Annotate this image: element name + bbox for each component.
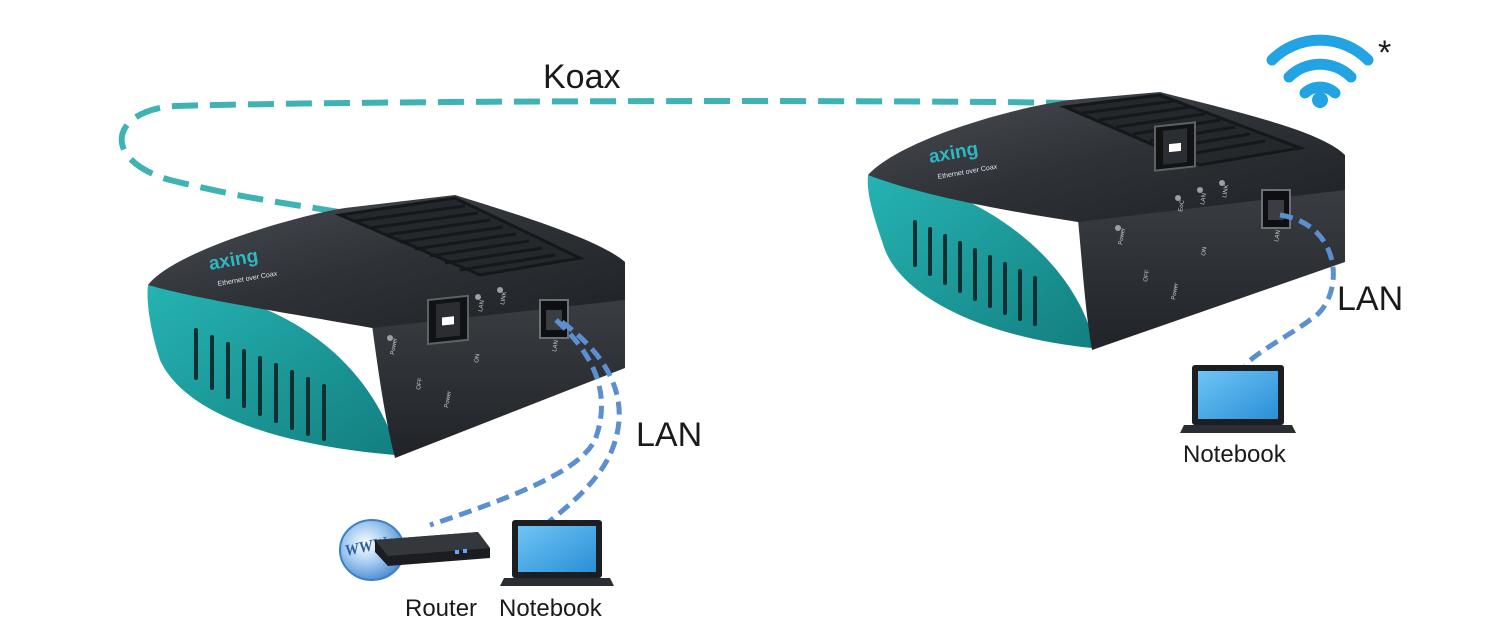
left-device-led3-label: LINK — [500, 291, 508, 305]
wifi-icon — [1266, 34, 1374, 108]
right-eoc-adapter: axing Ethernet over Coax Power EoC LAN L… — [867, 92, 1345, 350]
right-device-led1-label: EoC — [1178, 199, 1186, 212]
right-device-led2-label: LAN — [1200, 193, 1208, 206]
right-device-switch-off: OFF — [1143, 269, 1151, 282]
notebook-label-left: Notebook — [499, 595, 602, 622]
lan-cable-left-notebook — [543, 319, 622, 527]
right-device-led3-label: LINK — [1222, 184, 1230, 198]
right-device-power-switch — [1154, 121, 1196, 172]
left-device-power-led-label: Power — [390, 338, 399, 356]
wifi-footnote-mark: * — [1378, 34, 1392, 72]
left-device-switch-label: Power — [444, 391, 453, 409]
right-device-leds — [1115, 180, 1225, 231]
right-device-power-led-label: Power — [1118, 228, 1127, 246]
lan-label-right: LAN — [1337, 280, 1404, 318]
right-device-port-label: LAN — [1274, 230, 1282, 243]
left-device-switch-off: OFF — [416, 377, 424, 390]
laptop-icon-left — [500, 520, 614, 586]
lan-cable-left-router — [429, 318, 604, 528]
left-device-top-ribs — [334, 196, 585, 277]
left-device-led2-label: LAN — [478, 300, 486, 313]
left-device-switch-on: ON — [474, 353, 481, 363]
coax-label: Koax — [543, 58, 621, 96]
lan-label-left: LAN — [636, 416, 703, 454]
left-device-port-label: LAN — [552, 340, 560, 353]
laptop-icon-right — [1180, 365, 1296, 433]
left-device-teal-side — [147, 285, 395, 455]
router-label: Router — [405, 595, 478, 622]
coax-cable — [118, 98, 1073, 216]
left-eoc-adapter: axing Ethernet over Coax Power EoC LAN L… — [147, 195, 625, 458]
router-icon: WWW — [339, 519, 490, 581]
lan-cable-right-notebook — [1243, 212, 1336, 367]
right-device-switch-label: Power — [1171, 283, 1180, 301]
left-device-power-switch — [427, 294, 469, 346]
right-device-vents — [913, 220, 1037, 326]
notebook-label-right: Notebook — [1183, 441, 1286, 468]
left-device-vents — [194, 328, 326, 441]
right-device-lan-port — [1261, 189, 1291, 229]
right-device-switch-on: ON — [1201, 246, 1208, 256]
left-device-lan-port — [539, 299, 569, 339]
